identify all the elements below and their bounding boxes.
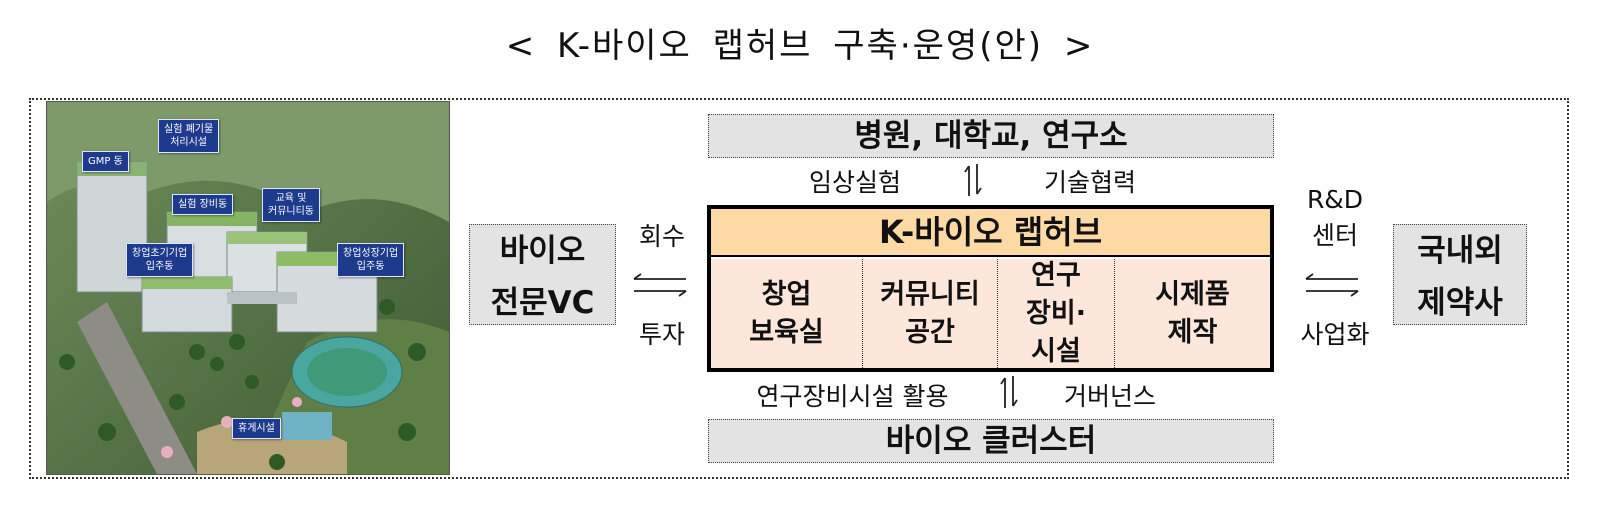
rnd-center-label: R&D 센터 <box>1306 185 1364 250</box>
equipment-building-label: 실험 장비동 <box>172 194 234 215</box>
k-bio-labhub-box: K-바이오 랩허브 창업 보육실 커뮤니티 공간 연구 장비· 시설 시제품 제… <box>707 205 1274 372</box>
growth-startup-building-label: 창업성장기업 입주동 <box>337 243 405 277</box>
equipment-usage-label: 연구장비시설 활용 <box>756 382 949 411</box>
tech-cooperation-label: 기술협력 <box>1043 168 1136 197</box>
gmp-building-label: GMP 동 <box>82 151 129 172</box>
up-down-arrow-icon <box>964 164 982 196</box>
research-equipment-facility: 연구 장비· 시설 <box>997 259 1114 368</box>
recovery-label: 회수 <box>638 222 685 251</box>
bidirectional-arrow-icon <box>1305 273 1359 297</box>
prototype-production: 시제품 제작 <box>1114 259 1270 368</box>
rest-facility-label: 휴게시설 <box>232 418 281 439</box>
bio-vc-box: 바이오 전문VC <box>469 224 616 325</box>
investment-label: 투자 <box>638 320 685 349</box>
early-startup-building-label: 창업초기기업 입주동 <box>126 243 194 277</box>
bio-cluster-box: 바이오 클러스터 <box>708 419 1274 463</box>
labhub-facilities: 창업 보육실 커뮤니티 공간 연구 장비· 시설 시제품 제작 <box>711 259 1270 368</box>
governance-label: 거버넌스 <box>1063 382 1156 411</box>
clinical-trial-label: 임상실험 <box>808 168 901 197</box>
labhub-title: K-바이오 랩허브 <box>711 209 1270 257</box>
pharma-companies-box: 국내외 제약사 <box>1393 224 1527 325</box>
diagram-frame <box>29 98 1569 479</box>
education-community-label: 교육 및 커뮤니티동 <box>262 188 320 222</box>
page-title: < K-바이오 랩허브 구축·운영(안) > <box>505 26 1095 66</box>
waste-facility-label: 실험 폐기물 처리시설 <box>158 119 220 153</box>
partners-box: 병원, 대학교, 연구소 <box>708 114 1274 158</box>
startup-incubation-room: 창업 보육실 <box>749 278 824 348</box>
bidirectional-arrow-icon <box>633 273 687 297</box>
commercialization-label: 사업화 <box>1300 320 1370 349</box>
community-space: 커뮤니티 공간 <box>862 259 997 368</box>
campus-aerial-image: 실험 폐기물 처리시설 GMP 동 실험 장비동 교육 및 커뮤니티동 창업초기… <box>46 101 450 475</box>
up-down-arrow-icon <box>1000 376 1018 408</box>
